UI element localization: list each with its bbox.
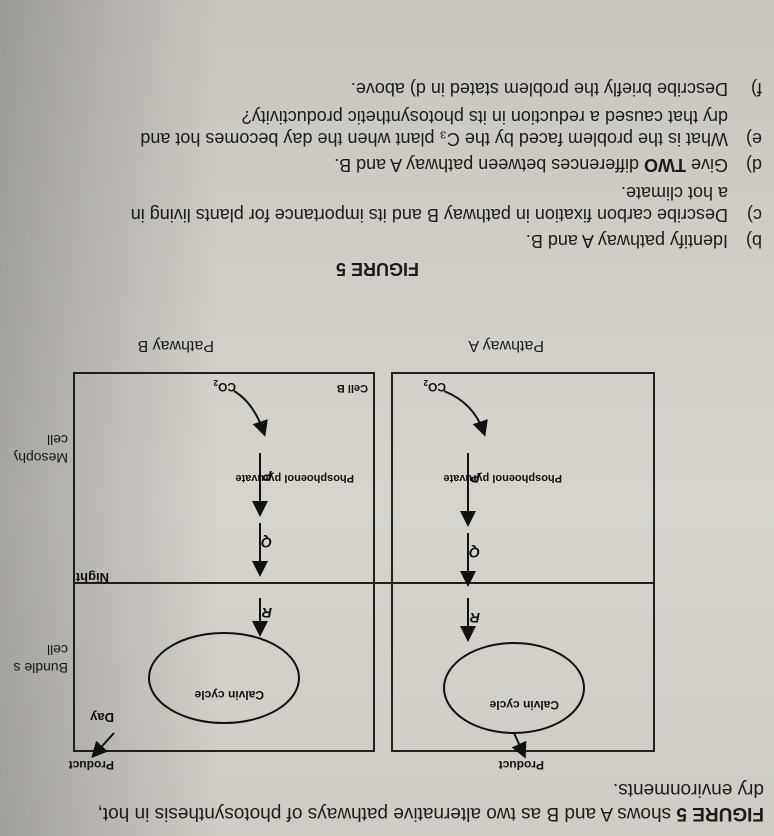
question-text: What is the problem faced by the C₃ plan… [140,129,728,149]
pathway-a-r: R [469,610,480,626]
question-line: d) Give TWO differences between pathway A… [334,154,762,176]
mesophyll-label: Mesophyll [14,450,68,466]
figure-5-diagram: Product Calvin cycle R Q P Phosphoenol p… [0,321,674,773]
question-text: Give [685,155,728,175]
question-key: b) [745,231,762,251]
pathway-b-co2: CO2 [213,378,236,394]
question-item: f) Describe briefly the problem stated in… [351,78,762,100]
pathway-b-night: Night [75,570,109,585]
figure-ref: FIGURE 5 [676,803,764,824]
intro-text: shows A and B as two alternative pathway… [97,803,677,824]
pathway-b-cell-b: Cell B [337,382,368,394]
question-key: e) [745,129,762,149]
pathway-a-q: Q [469,545,480,561]
pathway-a-label: Pathway A [468,337,544,354]
question-line: c) Describe carbon fixation in pathway B … [131,204,762,226]
bundle-sheath-label: Bundle sheath [14,660,68,676]
question-line: f) Describe briefly the problem stated in… [351,78,762,100]
pathway-a-pep: Phosphoenol pyruvate [443,472,562,484]
pathway-a-calvin: Calvin cycle [489,698,559,712]
question-text: Identify pathway A and B. [525,231,728,251]
pathway-b-calvin-ellipse [148,632,300,724]
intro-line-1: FIGURE 5 shows A and B as two alternativ… [98,802,764,824]
pathway-b-p: P [262,468,272,484]
question-key: d) [745,155,762,175]
pathway-a-co2: CO2 [423,378,446,394]
question-text: Describe briefly the problem stated in d… [350,79,728,99]
pathway-b-q: Q [261,535,272,551]
pathway-b-pep: Phosphoenol pyruvate [235,472,354,484]
pathway-b-label: Pathway B [138,337,214,354]
question-item: e) What is the problem faced by the C₃ pl… [140,106,762,150]
question-line: e) What is the problem faced by the C₃ pl… [140,128,762,150]
pathway-b-day: Day [89,710,114,725]
question-text: dry that caused a reduction in its photo… [241,107,728,127]
pathway-a-p: P [470,470,480,486]
intro-line-2: dry environments. [612,779,764,800]
question-item: b) Identify pathway A and B. [526,230,762,252]
question-item: c) Describe carbon fixation in pathway B … [131,182,762,226]
question-item: d) Give TWO differences between pathway A… [334,154,762,176]
question-line: a hot climate. [131,182,762,204]
question-text: Describe carbon fixation in pathway B an… [130,205,728,225]
pathway-b-frame [73,372,375,752]
question-line: b) Identify pathway A and B. [526,230,762,252]
pathway-b-calvin: Calvin cycle [194,688,264,702]
question-key: c) [747,205,762,225]
pathway-diagram: Product Calvin cycle R Q P Phosphoenol p… [0,337,655,772]
question-emphasis: TWO [643,155,686,175]
pathway-a-product: Product [499,758,544,772]
pathway-a-frame [391,372,655,752]
question-text: differences between pathway A and B. [334,155,644,175]
bundle-sheath-label-2: cell [47,642,68,658]
pathway-b-r: R [261,605,272,621]
figure-caption: FIGURE 5 [335,259,419,279]
question-text: a hot climate. [620,183,728,203]
mesophyll-label-2: cell [47,432,68,448]
pathway-a-calvin-ellipse [443,642,585,734]
question-line: dry that caused a reduction in its photo… [140,106,762,128]
question-key: f) [751,79,762,99]
pathway-b-product: Product [69,758,114,772]
